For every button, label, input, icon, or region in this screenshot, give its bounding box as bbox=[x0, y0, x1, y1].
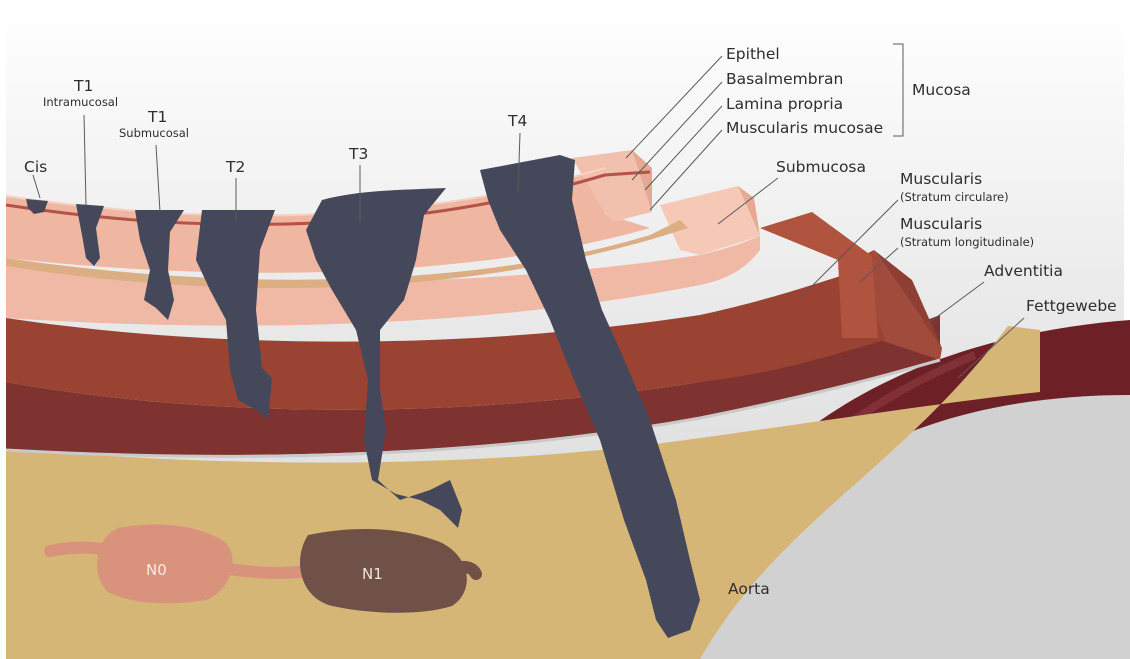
label-fettgewebe: Fettgewebe bbox=[1026, 299, 1117, 315]
label-lamina-propria: Lamina propria bbox=[726, 97, 843, 113]
label-cis: Cis bbox=[24, 160, 47, 176]
label-t4: T4 bbox=[508, 114, 527, 130]
label-muscularis-longitudinale: Muscularis bbox=[900, 217, 982, 233]
label-t1-submucosal: T1 bbox=[148, 110, 167, 126]
label-n1: N1 bbox=[362, 567, 383, 582]
label-mucosa-group: Mucosa bbox=[912, 83, 971, 99]
label-t1-submucosal-sub: Submucosal bbox=[119, 128, 189, 140]
label-t1-intramucosal-sub: Intramucosal bbox=[43, 97, 118, 109]
label-t2: T2 bbox=[226, 160, 245, 176]
label-muscularis-circulare: Muscularis bbox=[900, 172, 982, 188]
label-n0: N0 bbox=[146, 563, 167, 578]
label-t3: T3 bbox=[349, 147, 368, 163]
label-muscularis-mucosae: Muscularis mucosae bbox=[726, 121, 883, 137]
label-muscularis-longitudinale-sub: (Stratum longitudinale) bbox=[900, 237, 1034, 249]
label-muscularis-circulare-sub: (Stratum circulare) bbox=[900, 192, 1009, 204]
label-submucosa: Submucosa bbox=[776, 160, 866, 176]
label-t1-intramucosal: T1 bbox=[74, 79, 93, 95]
label-epithel: Epithel bbox=[726, 47, 780, 63]
label-aorta: Aorta bbox=[728, 582, 770, 598]
label-adventitia: Adventitia bbox=[984, 264, 1063, 280]
label-basalmembran: Basalmembran bbox=[726, 72, 843, 88]
